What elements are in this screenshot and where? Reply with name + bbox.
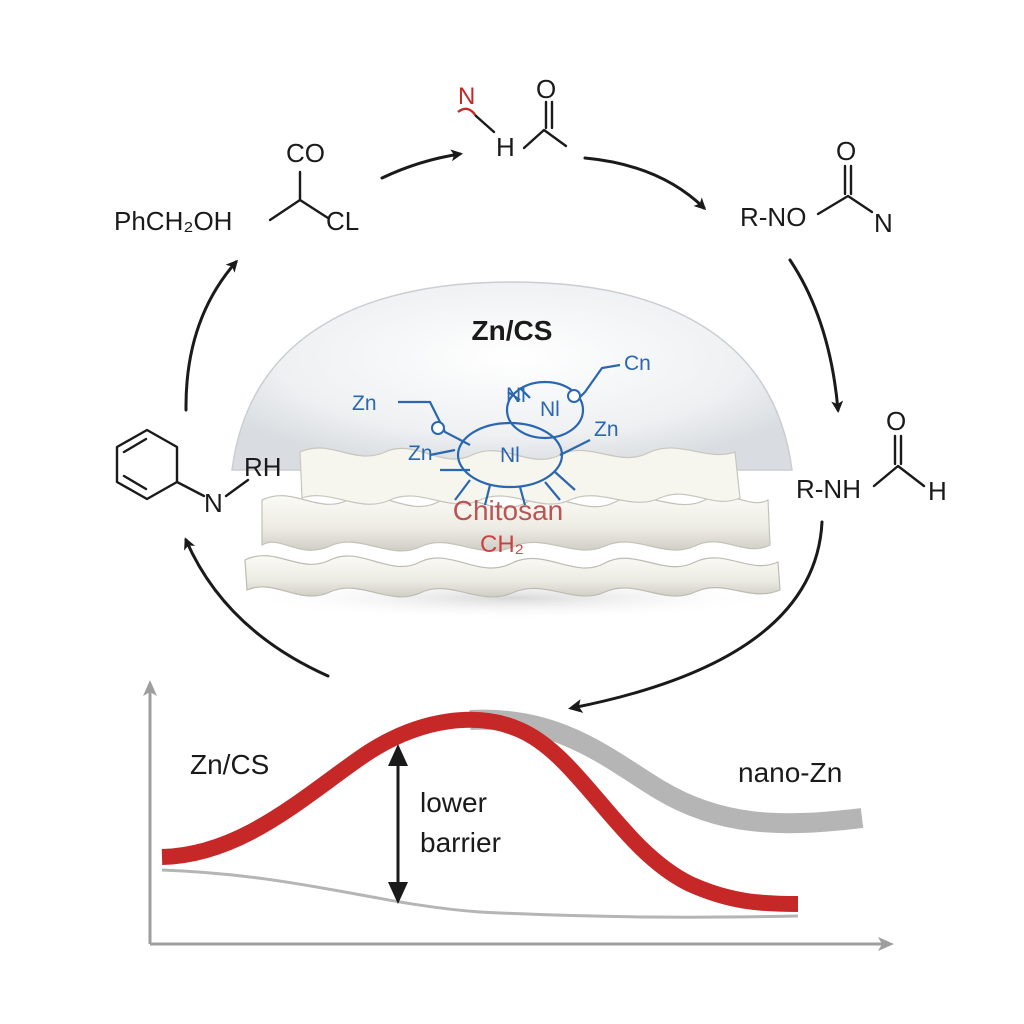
chitosan-label: Chitosan	[453, 495, 564, 526]
catalyst-title: Zn/CS	[472, 315, 553, 346]
right-n-label: N	[874, 208, 893, 238]
right-o-label: O	[836, 136, 856, 166]
baseline-curve	[161, 868, 799, 919]
barrier-annotation-line2: barrier	[420, 827, 501, 858]
arrow-top-left	[380, 149, 463, 180]
intermediate-top: N H O	[457, 74, 568, 162]
n-site-top: Nl	[540, 398, 560, 421]
arrow-top-right	[583, 156, 707, 211]
arrow-left-lower	[184, 537, 330, 678]
top-h-label: H	[496, 132, 515, 162]
zn-coordination-network	[398, 363, 621, 506]
zn-cs-curve	[161, 711, 799, 912]
arrow-right-lower	[568, 520, 824, 713]
chitosan-sheet-top	[299, 447, 741, 505]
reactant-group: PhCH₂OH CO CL	[114, 138, 359, 236]
zn-site-left: Zn	[352, 392, 377, 415]
energy-profile: Zn/CS nano-Zn lower barrier	[143, 680, 894, 951]
product-formamide: R-NH O H	[796, 406, 947, 506]
chitosan-sublabel: CH₂	[480, 531, 524, 558]
zn-site-right: Zn	[594, 418, 619, 441]
zn-site-top-right: Cn	[624, 352, 651, 375]
n-site-small: Nl	[506, 384, 526, 407]
top-o-label: O	[536, 74, 556, 104]
n-site-center: Nl	[500, 444, 520, 467]
product-h-label: H	[928, 476, 947, 506]
benzyl-alcohol-label: PhCH₂OH	[114, 206, 232, 236]
arrow-right-upper	[788, 258, 844, 413]
intermediate-right: R-NO O N	[740, 136, 893, 238]
zn-site-mid: Zn	[408, 442, 433, 465]
arrow-left-upper	[184, 259, 238, 412]
catalyst-illustration: Zn/CS Zn Zn Zn Cn Nl Nl Nl Chitosan CH₂	[231, 281, 793, 620]
cycle-arrows	[184, 149, 844, 713]
chitosan-sheet-middle	[261, 495, 771, 552]
nano-zn-series-label: nano-Zn	[738, 757, 842, 788]
barrier-annotation-line1: lower	[420, 787, 487, 818]
amine-reactant: N RH	[115, 428, 282, 518]
acyl-oxygen-label: CO	[286, 138, 325, 168]
nano-zn-curve	[469, 709, 864, 834]
r-no-label: R-NO	[740, 202, 806, 232]
catalyst-dome	[231, 281, 793, 471]
zn-cs-series-label: Zn/CS	[190, 749, 269, 780]
amine-rh-label: RH	[244, 452, 282, 482]
amine-n-label: N	[204, 488, 223, 518]
r-nh-label: R-NH	[796, 474, 861, 504]
red-n-label: N	[458, 83, 475, 110]
product-o-label: O	[886, 406, 906, 436]
chitosan-sheet-bottom	[244, 555, 781, 598]
acyl-chloride-label: CL	[326, 206, 359, 236]
